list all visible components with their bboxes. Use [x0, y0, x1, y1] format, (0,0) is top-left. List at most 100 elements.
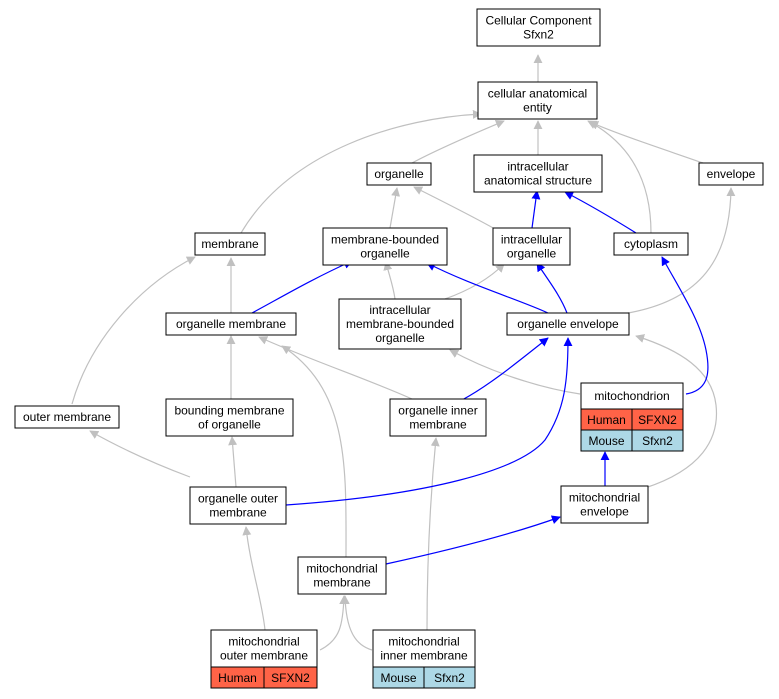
- node-label-line: mitochondrial: [388, 635, 459, 649]
- node-label-line: intracellular: [501, 233, 562, 247]
- node-label-line: entity: [523, 101, 552, 115]
- gene-cell: SFXN2: [631, 408, 684, 431]
- edge-envelope-to-cae: [589, 121, 704, 164]
- edge-oom-to-oe: [285, 337, 573, 506]
- species-label: Human: [587, 413, 626, 427]
- node-label-line: organelle membrane: [176, 317, 286, 331]
- edge-io-to-organelle: [413, 186, 496, 230]
- edge-mito-to-cytoplasm: [661, 256, 709, 395]
- gene-label: Sfxn2: [642, 434, 673, 448]
- gene-label: Sfxn2: [434, 671, 465, 685]
- edge-oom-to-outer: [89, 430, 191, 478]
- node-label-line: envelope: [707, 167, 756, 181]
- gene-label: SFXN2: [638, 413, 677, 427]
- species-label: Mouse: [380, 671, 416, 685]
- edge-oe-to-envelope: [627, 187, 736, 314]
- node-label-line: mitochondrion: [594, 389, 669, 403]
- edge-mom-to-mm: [319, 595, 349, 651]
- edge-io-to-ias: [531, 190, 541, 229]
- edge-mim-to-mm: [340, 595, 373, 651]
- edge-mm-to-menv: [385, 515, 561, 565]
- node-label-line: mitochondrial: [228, 635, 299, 649]
- node-label-line: intracellular: [369, 303, 430, 317]
- node-label-line: membrane: [313, 576, 371, 590]
- species-label: Human: [218, 671, 257, 685]
- node-label-line: intracellular: [507, 160, 568, 174]
- node-envelope[interactable]: envelope: [698, 162, 764, 186]
- edge-cytoplasm-to-ias: [564, 191, 637, 234]
- node-label-line: organelle envelope: [517, 317, 619, 331]
- species-cell: Human: [210, 666, 265, 689]
- node-label-line: organelle inner: [398, 404, 477, 418]
- node-organelle-membrane[interactable]: organelle membrane: [165, 312, 297, 336]
- node-label-line: membrane: [201, 237, 259, 251]
- node-organelle-envelope[interactable]: organelle envelope: [506, 312, 630, 336]
- node-label-line: organelle outer: [198, 492, 278, 506]
- node-label-line: membrane: [409, 418, 467, 432]
- edge-cytoplasm-to-cae: [587, 120, 652, 234]
- node-outer-membrane[interactable]: outer membrane: [14, 405, 120, 429]
- node-membrane[interactable]: membrane: [194, 232, 266, 256]
- species-cell: Mouse: [372, 666, 425, 689]
- species-cell: Human: [580, 408, 633, 431]
- node-label-line: mitochondrial: [569, 491, 640, 505]
- edge-oim-to-om: [258, 336, 413, 400]
- edge-outer-to-membrane: [71, 256, 196, 405]
- gene-cell: SFXN2: [263, 666, 318, 689]
- node-label-line: anatomical structure: [484, 174, 592, 188]
- node-label-line: membrane-bounded: [331, 233, 439, 247]
- edge-oe-to-io: [536, 262, 568, 314]
- node-label-line: bounding membrane: [174, 404, 284, 418]
- node-label-line: membrane: [209, 506, 267, 520]
- node-organelle[interactable]: organelle: [366, 162, 432, 186]
- edge-membrane-to-cae: [240, 109, 482, 234]
- edges: [71, 54, 736, 651]
- node-label-line: organelle: [507, 247, 557, 261]
- node-label-line: Sfxn2: [523, 28, 554, 42]
- edge-oom-to-bmo: [228, 436, 238, 488]
- edge-menv-to-oe: [635, 334, 718, 489]
- edge-oim-to-oe: [461, 337, 549, 401]
- edge-oe-to-mbo: [426, 262, 549, 314]
- edge-mito-to-imbo: [449, 349, 581, 395]
- gene-cell: Sfxn2: [423, 666, 476, 689]
- edge-om-to-mbo: [251, 260, 353, 314]
- node-label-line: inner membrane: [380, 649, 468, 663]
- edge-mom-to-oom: [242, 526, 266, 631]
- node-label-line: outer membrane: [220, 649, 308, 663]
- edge-mim-to-oim: [426, 437, 440, 631]
- node-label-line: of organelle: [198, 418, 261, 432]
- node-label-line: organelle: [374, 167, 424, 181]
- edge-organelle-to-cae: [411, 120, 505, 164]
- edge-mbo-to-organelle: [389, 187, 401, 229]
- node-label-line: organelle: [360, 247, 410, 261]
- species-label: Mouse: [588, 434, 624, 448]
- node-label-line: organelle: [375, 331, 425, 345]
- gene-cell: Sfxn2: [631, 429, 684, 452]
- edge-imbo-to-mbo: [383, 261, 396, 300]
- node-label-line: envelope: [580, 505, 629, 519]
- node-label-line: membrane-bounded: [346, 317, 454, 331]
- node-label-line: cellular anatomical: [488, 87, 587, 101]
- node-label-line: Cellular Component: [485, 14, 592, 28]
- edge-imbo-to-io: [444, 263, 505, 300]
- gene-label: SFXN2: [271, 671, 310, 685]
- species-cell: Mouse: [580, 429, 633, 452]
- node-cytoplasm[interactable]: cytoplasm: [613, 232, 689, 256]
